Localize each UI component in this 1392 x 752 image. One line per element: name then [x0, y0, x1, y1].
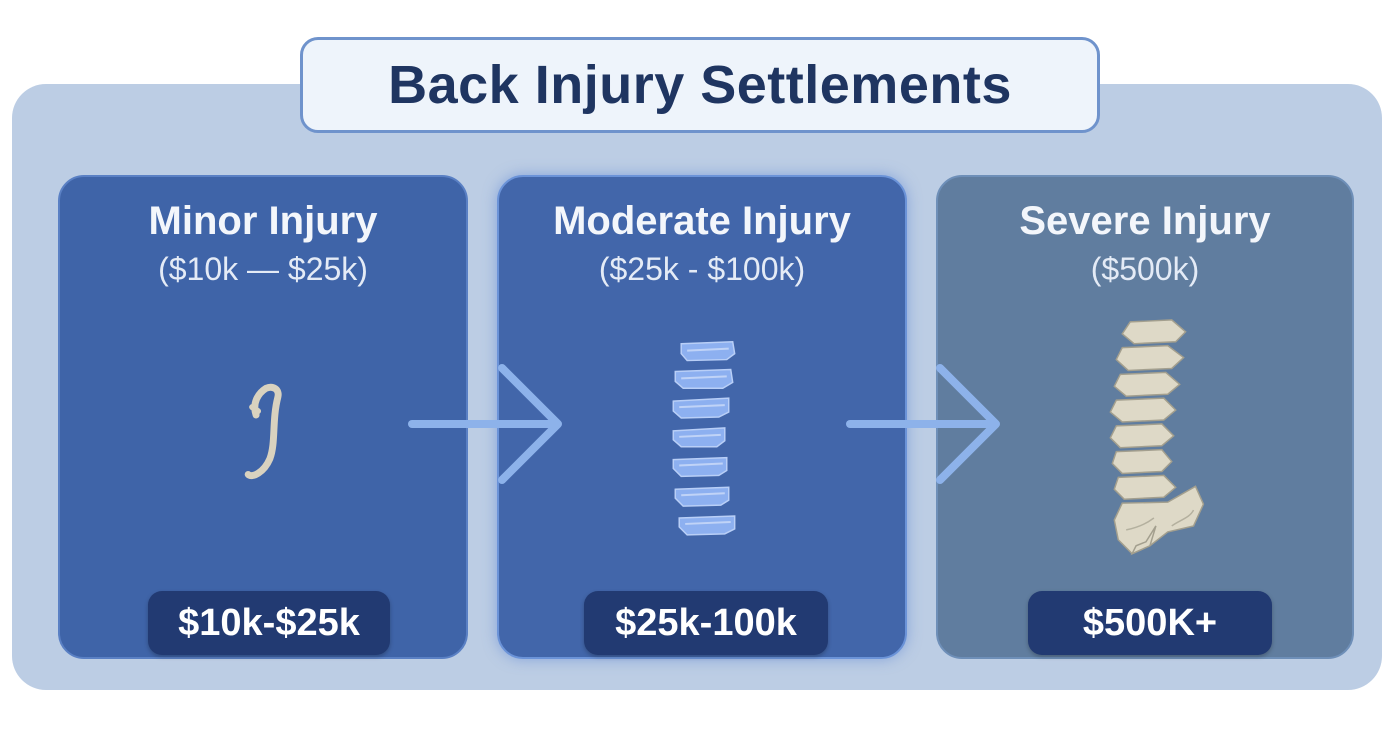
page-title: Back Injury Settlements — [388, 55, 1012, 115]
card-range: ($500k) — [1090, 251, 1200, 287]
card-title: Severe Injury — [1019, 199, 1271, 243]
card-moderate-injury: Moderate Injury ($25k - $100k) — [497, 175, 907, 659]
title-banner: Back Injury Settlements — [300, 37, 1100, 133]
card-minor-injury: Minor Injury ($10k — $25k) $10k-$25k — [58, 175, 468, 659]
spine-pelvis-icon — [1109, 319, 1205, 556]
arrow-right-icon — [408, 364, 562, 484]
settlement-badge: $10k-$25k — [148, 591, 390, 655]
settlement-badge: $25k-100k — [584, 591, 828, 655]
card-title: Moderate Injury — [553, 199, 851, 243]
vertebrae-column-icon — [672, 340, 736, 536]
card-range: ($25k - $100k) — [598, 251, 806, 287]
card-severe-injury: Severe Injury ($500k) $500K+ — [936, 175, 1354, 659]
settlement-badge: $500K+ — [1028, 591, 1272, 655]
arrow-right-icon — [846, 364, 1000, 484]
card-title: Minor Injury — [148, 199, 378, 243]
card-range: ($10k — $25k) — [158, 251, 368, 287]
minor-spine-icon — [244, 383, 282, 480]
